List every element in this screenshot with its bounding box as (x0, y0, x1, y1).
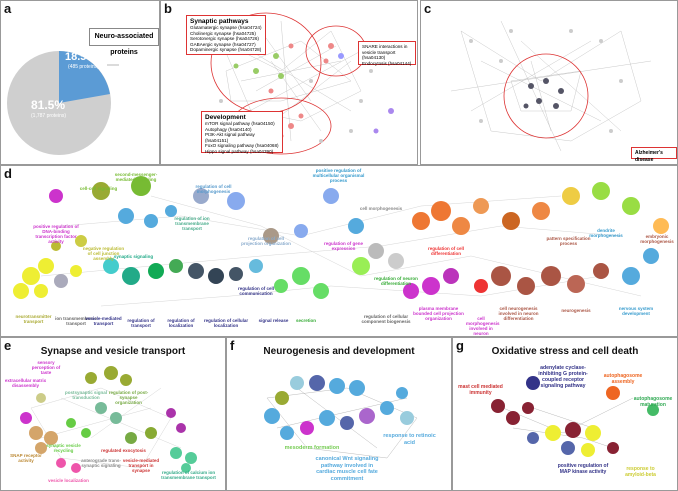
term-label: vesicle-mediated transport in synapse (122, 458, 160, 473)
term-label: positive regulation of multicellular org… (312, 168, 365, 183)
alzheimers-box: Alzheimer's disease (631, 147, 677, 163)
synaptic-item: Cholinergic synapse (hsa04725) (190, 30, 256, 36)
panel-b-label: b (164, 1, 172, 16)
go-network-f (264, 375, 418, 459)
panel-e: e Synapse and vesicle transport sensory … (0, 337, 226, 491)
term-label: mast cell mediated immunity (458, 384, 503, 396)
slice-small-count: (485 proteins) (68, 64, 99, 70)
term-label: response to amyloid-beta (625, 466, 656, 478)
callout-box: Neuro-associated proteins (89, 28, 159, 56)
term-label: positive regulation of MAP kinase activi… (557, 463, 609, 475)
term-label: sensory perception of taste (31, 360, 61, 375)
term-label: regulation of transport (127, 318, 155, 328)
term-label: canonical Wnt signaling pathway involved… (315, 456, 379, 482)
synaptic-item: GABAergic synapse (hsa04727) (190, 41, 256, 47)
term-label: vesicle-mediated transport (85, 316, 122, 326)
term-label: signal release (258, 318, 289, 323)
term-label: regulation of cell projection organizati… (241, 236, 291, 246)
term-label: regulation of localization (167, 318, 195, 328)
pie-slice-small (59, 51, 110, 103)
term-label: synaptic signaling (113, 254, 154, 259)
term-label: response to retinoic acid (383, 433, 436, 446)
panel-d: d positive regulation of (0, 165, 678, 337)
term-label: adenylate cyclase-inhibiting G protein-c… (538, 365, 588, 389)
go-network-d (13, 176, 669, 307)
term-label: regulation of calcium ion transmembrane … (161, 470, 216, 480)
term-label: regulation of cell differentiation (427, 246, 464, 256)
panel-e-title: Synapse and vesicle transport (40, 346, 186, 357)
term-label: regulation of cell morphogenesis (195, 184, 232, 194)
panel-d-label: d (4, 166, 12, 181)
dev-item: mTOR signal pathway (hsa04150) (205, 121, 275, 126)
synaptic-title: Synaptic pathways (190, 18, 249, 25)
term-label: vesicle localization (48, 478, 89, 483)
term-label: regulated exocytosis (101, 448, 146, 453)
panel-e-label: e (4, 338, 12, 353)
term-label: secretion (295, 318, 316, 323)
term-label: anterograde trans-synaptic signaling (81, 458, 121, 468)
term-label: positive regulation of DNA-binding trans… (33, 224, 79, 244)
synaptic-item: Serotonergic synapse (hsa04726) (190, 36, 259, 42)
panel-f-label: f (230, 338, 235, 353)
term-label: plasma membrane bounded cell projection … (413, 306, 464, 321)
term-label: postsynaptic signal transduction (64, 390, 107, 400)
term-label: cell-cell signaling (79, 186, 118, 191)
go-network-e (20, 366, 197, 473)
snare-item: SNARE interactions in vesicle transport … (362, 44, 408, 61)
panel-b: b Synaptic pathways Glutamatergic synaps… (160, 0, 418, 165)
term-label: regulation of cellular component biogene… (361, 314, 411, 324)
panel-a: a Neuro-associated proteins 18.5% (485 p… (0, 0, 160, 165)
dev-item: FoxO signaling pathway (hsa04068) (205, 143, 279, 149)
development-box: Development mTOR signal pathway (hsa0415… (201, 111, 283, 154)
network-c (450, 20, 652, 152)
term-label: regulation of ion transmembrane transpor… (174, 216, 210, 231)
panel-f-title: Neurogenesis and development (263, 346, 415, 357)
term-label: second-messenger-mediated signaling (114, 172, 158, 182)
snare-item: Endocytosis (hsa04144) (362, 60, 412, 66)
dev-item: Hippo signal pathway (hsa04390) (205, 148, 274, 154)
snare-box: SNARE interactions in vesicle transport … (358, 41, 416, 66)
term-label: SNAP receptor activity (10, 453, 42, 463)
term-label: nervous system development (618, 306, 654, 316)
term-label: neurotransmitter transport (15, 314, 52, 324)
term-label: mesoderm formation (284, 445, 340, 451)
development-title: Development (205, 114, 246, 121)
panel-c-label: c (424, 1, 432, 16)
dev-item: Autophagy (hsa04140) (205, 126, 252, 132)
slice-large-pct: 81.5% (31, 98, 66, 112)
dev-item: PI3K-Akt signal pathway (hsa04151) (205, 132, 255, 143)
term-label: extracellular matrix disassembly (4, 378, 47, 388)
slice-large-count: (1,787 proteins) (31, 113, 67, 119)
term-label: neurogenesis (561, 308, 591, 313)
term-label: cell morphogenesis (359, 206, 403, 211)
panel-a-label: a (4, 1, 12, 16)
term-label: regulation of cell communication (237, 286, 274, 296)
panel-f: f Neurogenesis and development mesoderm … (226, 337, 452, 491)
synaptic-item: Dopaminergic synapse (hsa04728) (190, 47, 262, 53)
panel-g: g Oxidative stress and cell death adenyl… (452, 337, 678, 491)
term-label: cell neurogenesis involved in neuron dif… (498, 306, 539, 321)
panel-g-title: Oxidative stress and cell death (491, 346, 639, 357)
term-label: regulation of neuron differentiation (374, 276, 418, 286)
term-label: autophagosome maturation (633, 396, 673, 408)
term-label: synaptic vesicle recycling (46, 443, 81, 453)
term-label: embryonic morphogenesis (640, 234, 674, 244)
panel-g-label: g (456, 338, 464, 353)
term-label: negative regulation of cell junction ass… (82, 246, 125, 261)
panel-c: c Alzheimer's disease (420, 0, 678, 165)
term-label: regulation of cellular localization (203, 318, 249, 328)
term-label: regulation of post-synapse organization (108, 390, 149, 405)
synaptic-pathways-box: Synaptic pathways Glutamatergic synapse … (186, 15, 266, 55)
go-network-g (491, 376, 659, 457)
term-label: ion transmembrane transport (55, 316, 97, 326)
pie-chart (7, 51, 119, 155)
term-label: cell morphogenesis involved in neuron di… (466, 316, 500, 336)
term-label: dendrite morphogenesis (589, 228, 623, 238)
slice-small-pct: 18.5% (65, 51, 97, 63)
synaptic-item: Glutamatergic synapse (hsa04724) (190, 25, 262, 30)
term-label: regulation of gene expression (323, 241, 363, 251)
term-label: autophagosome assembly (603, 373, 643, 385)
term-label: pattern specification process (546, 236, 591, 246)
